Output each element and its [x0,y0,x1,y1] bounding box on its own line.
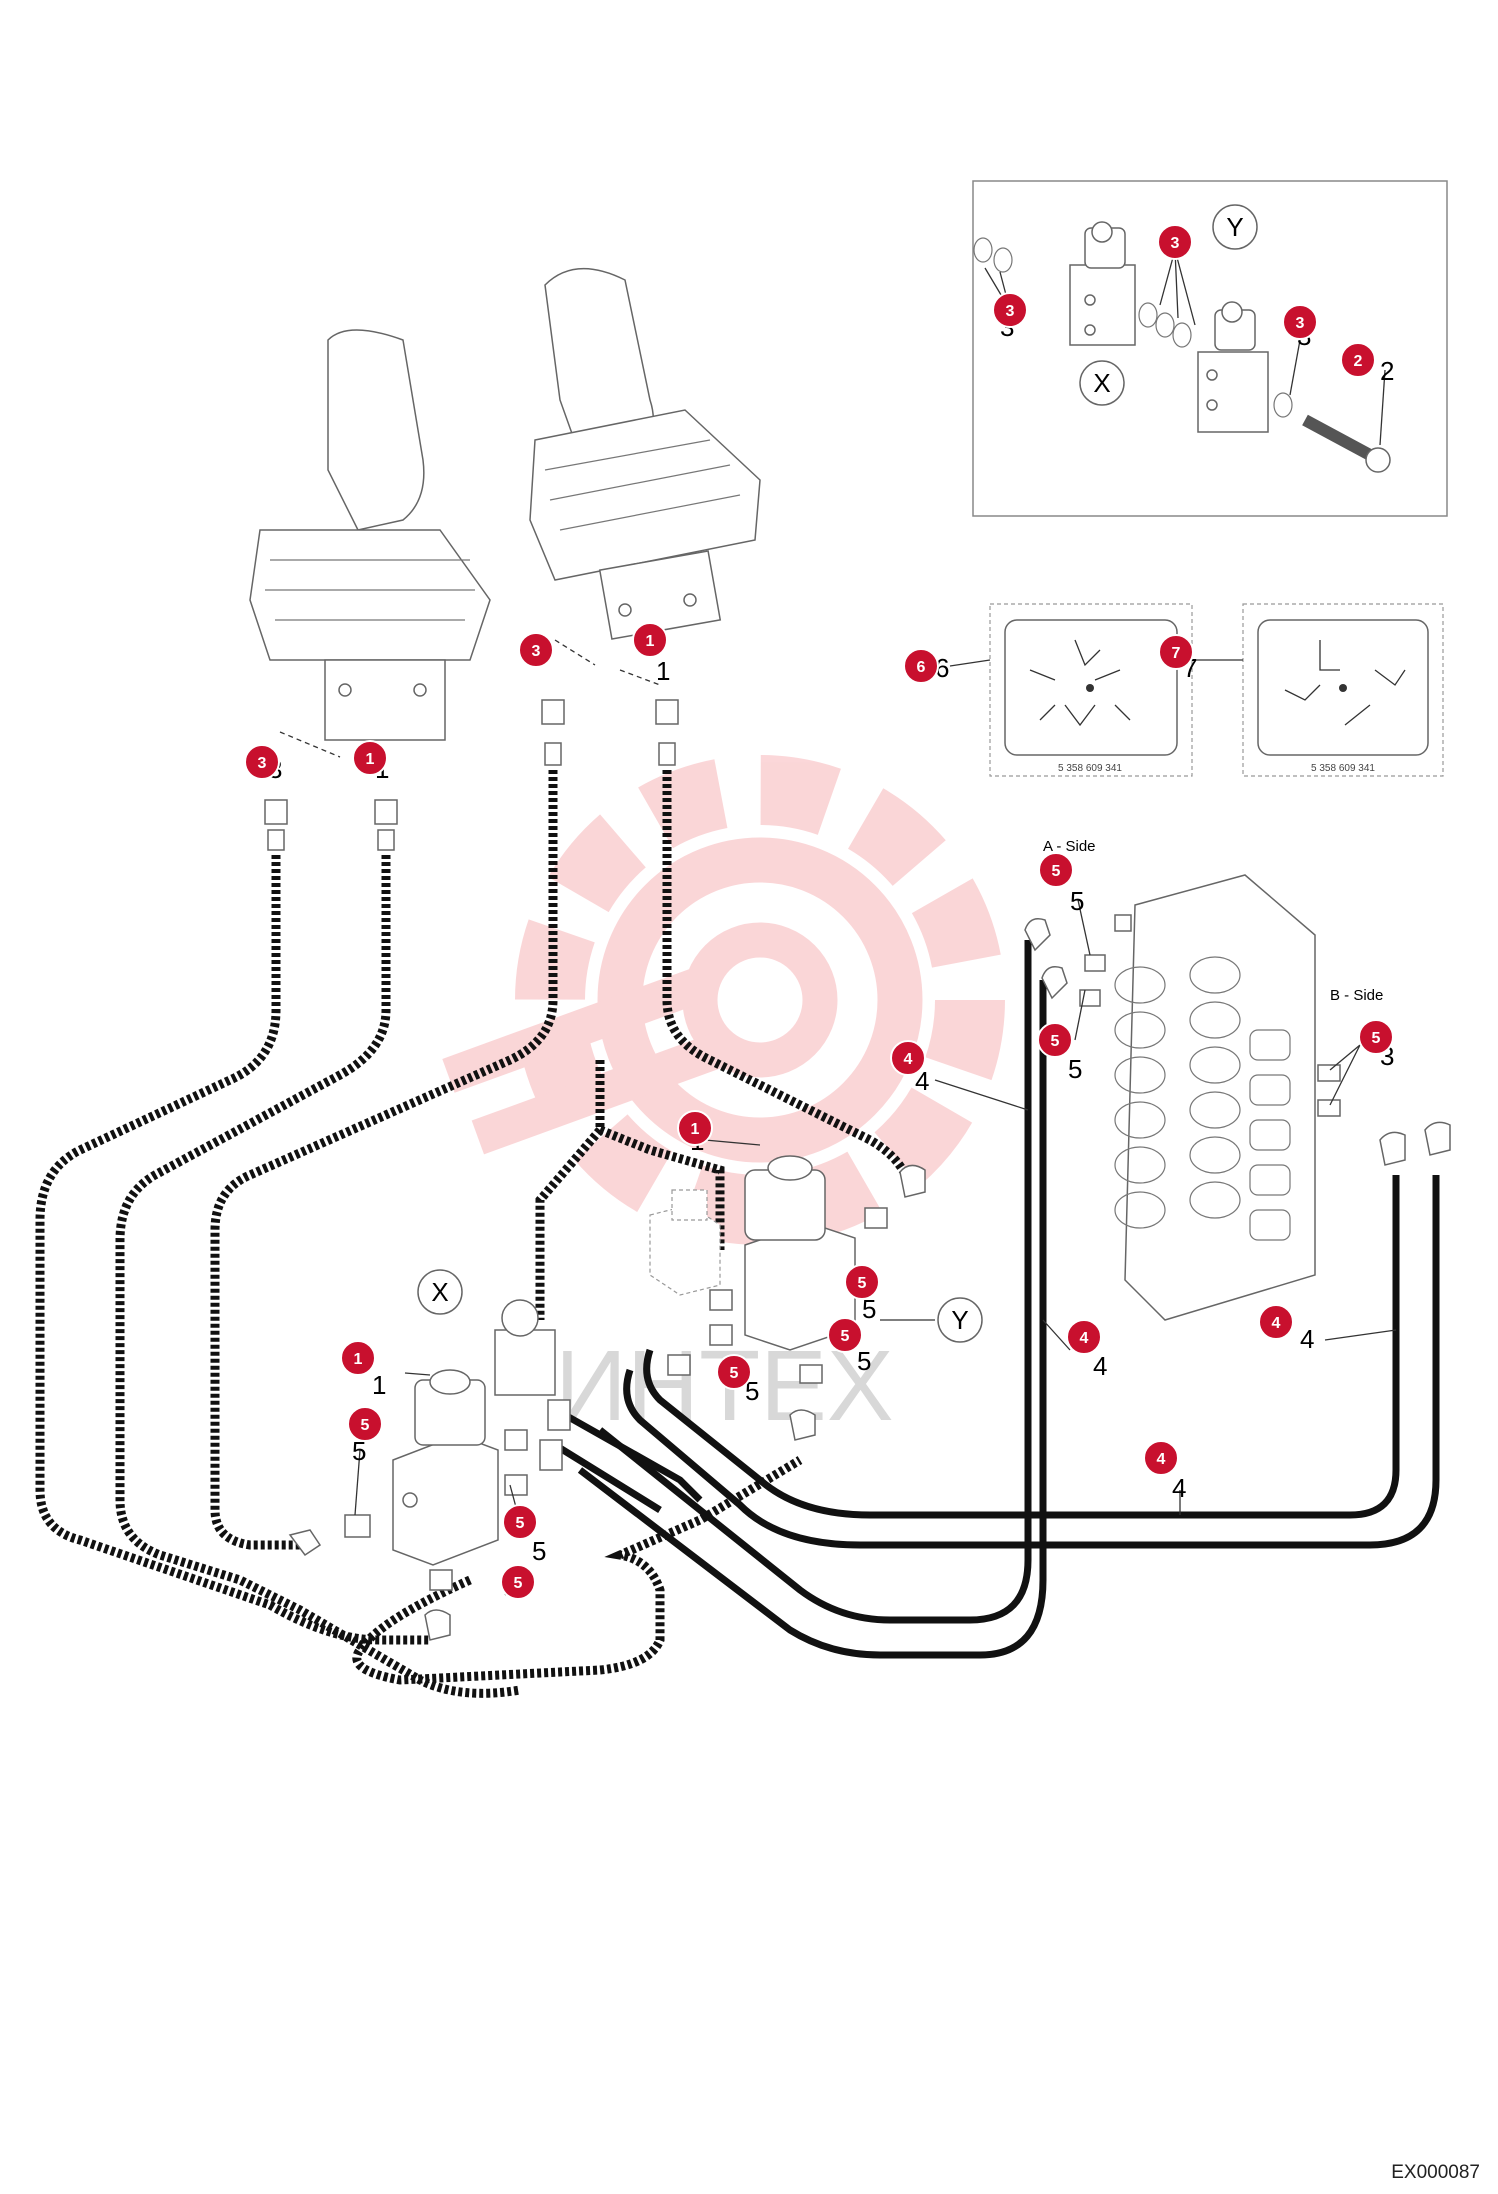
callout-badge: 3 [244,744,280,780]
callout-number: 3 [1006,303,1015,320]
callout-number: 6 [917,659,926,676]
right-joystick [529,268,761,640]
callout-number: 5 [841,1328,850,1345]
callout-number: 5 [361,1417,370,1434]
callout-number: 5 [1372,1030,1381,1047]
marker-x-detail: X [1093,368,1110,398]
plain-number: 1 [656,656,670,686]
callout-number: 1 [691,1121,700,1138]
watermark-logo [442,755,1005,1245]
plain-number: 5 [862,1294,876,1324]
detail-box: X Y [972,180,1448,517]
callout-badge: 1 [340,1340,376,1376]
callout-badge: 5 [716,1354,752,1390]
solenoid-valve-y [649,1155,926,1441]
callout-number: 3 [1296,315,1305,332]
valve-block-x-detail [1069,264,1136,346]
callout-number: 5 [516,1515,525,1532]
decal-7-code: 5 358 609 341 [1311,763,1375,774]
drawing-code: EX000087 [1391,2162,1480,2183]
callout-number: 3 [258,755,267,772]
callout-badge: 5 [1038,852,1074,888]
joystick-fittings [264,699,679,851]
callout-number: 5 [1051,1033,1060,1050]
valve-bank-fittings [1024,918,1451,1166]
a-side-label: A - Side [1043,838,1096,855]
callout-number: 1 [354,1351,363,1368]
callout-number: 7 [1172,645,1181,662]
decal-7: 5 358 609 341 [1242,603,1444,777]
callout-badge: 3 [1157,224,1193,260]
plain-number: 1 [372,1370,386,1400]
callout-badge: 1 [677,1110,713,1146]
callout-number: 1 [646,633,655,650]
left-joystick [249,329,491,741]
main-hoses [553,940,1440,1659]
valve-block-y-detail [1197,351,1269,433]
b-side-label: B - Side [1330,987,1383,1004]
callout-number: 5 [514,1575,523,1592]
decal-6-code: 5 358 609 341 [1058,763,1122,774]
callout-number: 1 [366,751,375,768]
marker-x: X [431,1277,448,1307]
callout-badge: 5 [827,1317,863,1353]
callout-badge: 4 [1258,1304,1294,1340]
callout-badge: 5 [500,1564,536,1600]
callout-badge: 3 [1282,304,1318,340]
callout-badge: 1 [632,622,668,658]
plain-number: 4 [915,1066,929,1096]
plain-number: 5 [1070,886,1084,916]
callout-number: 5 [858,1275,867,1292]
marker-y-detail: Y [1226,212,1243,242]
marker-y: Y [951,1305,968,1335]
callout-badge: 4 [1143,1440,1179,1476]
callout-number: 4 [1272,1315,1281,1332]
callout-number: 3 [1171,235,1180,252]
callout-number: 5 [1052,863,1061,880]
callout-badge: 5 [1037,1022,1073,1058]
plain-number: 6 [935,653,949,683]
callout-badge: 3 [992,292,1028,328]
bolt-detail [1302,414,1373,461]
plain-number: 4 [1172,1473,1186,1503]
callout-badge: 5 [502,1504,538,1540]
callout-number: 3 [532,643,541,660]
plain-number: 5 [532,1536,546,1566]
leader-lines [354,249,1397,1596]
callout-badge: 6 [903,648,939,684]
callout-badge: 2 [1340,342,1376,378]
callout-badge: 3 [518,632,554,668]
plain-number: 4 [1300,1324,1314,1354]
plain-number: 5 [745,1376,759,1406]
callout-badge: 4 [890,1040,926,1076]
decal-6: 5 358 609 341 [989,603,1193,777]
control-valve-bank [1114,874,1316,1321]
plain-number: 5 [857,1346,871,1376]
callout-badge: 5 [844,1264,880,1300]
solenoid-valve-x [288,1299,571,1641]
callout-number: 2 [1354,353,1363,370]
callout-badge: 4 [1066,1319,1102,1355]
callout-badge: 5 [1358,1019,1394,1055]
callout-number: 4 [904,1051,913,1068]
plain-number: 5 [1068,1054,1082,1084]
plain-number: 4 [1093,1351,1107,1381]
callout-badge: 5 [347,1406,383,1442]
callout-badge: 1 [352,740,388,776]
plain-number: 2 [1380,356,1394,386]
callout-number: 4 [1157,1451,1166,1468]
callout-badge: 7 [1158,634,1194,670]
plain-number: 5 [352,1436,366,1466]
callout-number: 5 [730,1365,739,1382]
callout-number: 4 [1080,1330,1089,1347]
